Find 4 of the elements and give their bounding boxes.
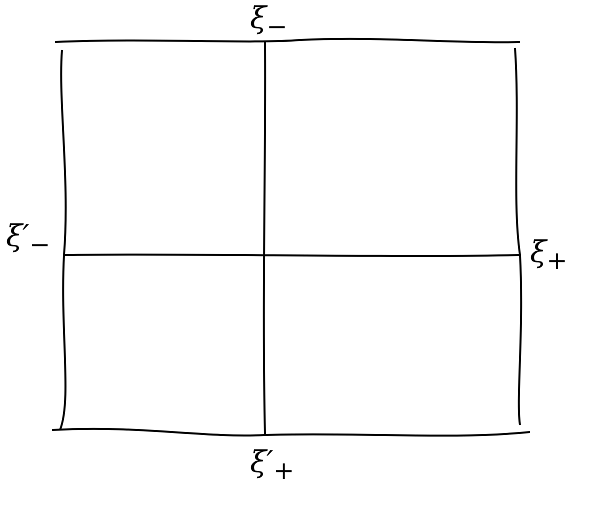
axis-label: ξ$_{+}$: [530, 238, 568, 273]
axis-label: ξ$_{−}$: [250, 4, 288, 39]
axis-label: ξ′$_{−}$: [6, 222, 50, 257]
axis-label: ξ′$_{+}$: [250, 448, 294, 483]
